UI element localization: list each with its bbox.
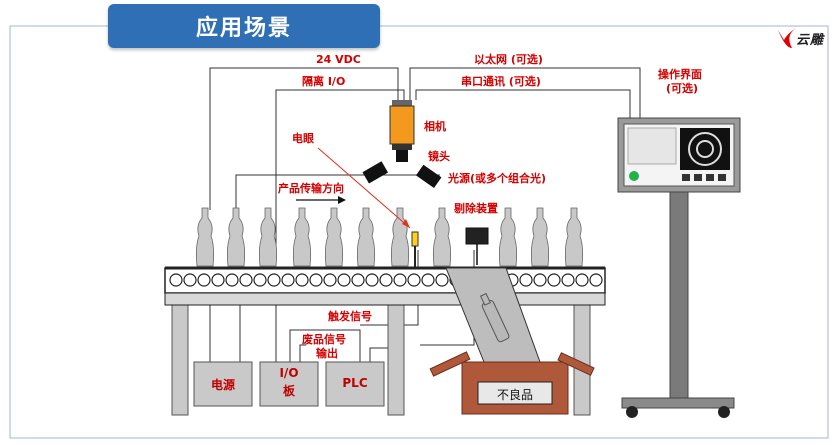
label-trigger-signal: 触发信号	[328, 310, 372, 323]
roller	[547, 273, 561, 287]
label-bad-signal: 废品信号	[302, 333, 346, 346]
roller	[337, 273, 351, 287]
bottle-row	[196, 207, 583, 267]
reject-bin	[429, 351, 595, 415]
bottle	[196, 207, 214, 267]
roller	[267, 273, 281, 287]
reject-bin-label: 不良品	[496, 388, 533, 402]
roller	[407, 273, 421, 287]
roller	[575, 273, 589, 287]
roller	[183, 273, 197, 287]
label-light: 光源(或多个组合光)	[448, 172, 547, 185]
bottle	[391, 207, 409, 267]
outer-frame	[9, 25, 829, 439]
roller	[421, 273, 435, 287]
roller	[365, 273, 379, 287]
roller	[211, 273, 225, 287]
bottle	[357, 207, 375, 267]
roller	[225, 273, 239, 287]
roller	[435, 273, 449, 287]
bottle	[499, 207, 517, 267]
bottle	[565, 207, 583, 267]
bottle	[325, 207, 343, 267]
roller	[239, 273, 253, 287]
logo-icon	[778, 28, 796, 48]
roller	[519, 273, 533, 287]
roller	[589, 273, 603, 287]
roller	[533, 273, 547, 287]
bottle	[293, 207, 311, 267]
camera	[389, 100, 415, 162]
label-photo-eye: 电眼	[292, 132, 314, 145]
bottle	[259, 207, 277, 267]
conveyor-stand	[171, 302, 591, 416]
photo-eye-pointer	[317, 147, 419, 268]
label-direction: 产品传输方向	[278, 182, 344, 195]
bottle	[227, 207, 245, 267]
bottle	[531, 207, 549, 267]
label-isolated-io: 隔离 I/O	[302, 75, 346, 88]
roller	[561, 273, 575, 287]
plc-box-label: PLC	[342, 376, 368, 390]
roller	[253, 273, 267, 287]
roller	[351, 273, 365, 287]
page-title: 应用场景	[108, 4, 380, 48]
label-hmi-optional: (可选)	[666, 82, 699, 95]
roller	[281, 273, 295, 287]
conveyor-belt	[164, 266, 606, 306]
roller	[197, 273, 211, 287]
bottle	[433, 207, 451, 267]
label-reject-device: 剔除装置	[454, 202, 498, 215]
roller	[393, 273, 407, 287]
hmi-monitor	[617, 117, 741, 418]
reject-device	[465, 227, 489, 265]
label-camera: 相机	[424, 120, 446, 133]
logo-text: 云雕	[796, 33, 825, 48]
io-box-label-2: 板	[282, 384, 295, 398]
label-ethernet: 以太网 (可选)	[474, 53, 543, 66]
control-boxes	[193, 361, 385, 407]
roller	[309, 273, 323, 287]
roller	[323, 273, 337, 287]
label-serial: 串口通讯 (可选)	[461, 75, 541, 88]
light-source	[362, 161, 442, 189]
label-24vdc: 24 VDC	[316, 53, 361, 66]
roller	[379, 273, 393, 287]
label-hmi: 操作界面	[658, 68, 702, 81]
roller	[295, 273, 309, 287]
label-lens: 镜头	[428, 150, 450, 163]
direction-arrow	[296, 196, 346, 204]
io-box-label: I/O	[279, 366, 299, 380]
power-box-label: 电源	[210, 378, 235, 392]
roller	[169, 273, 183, 287]
label-bad-signal-output: 输出	[316, 347, 338, 360]
